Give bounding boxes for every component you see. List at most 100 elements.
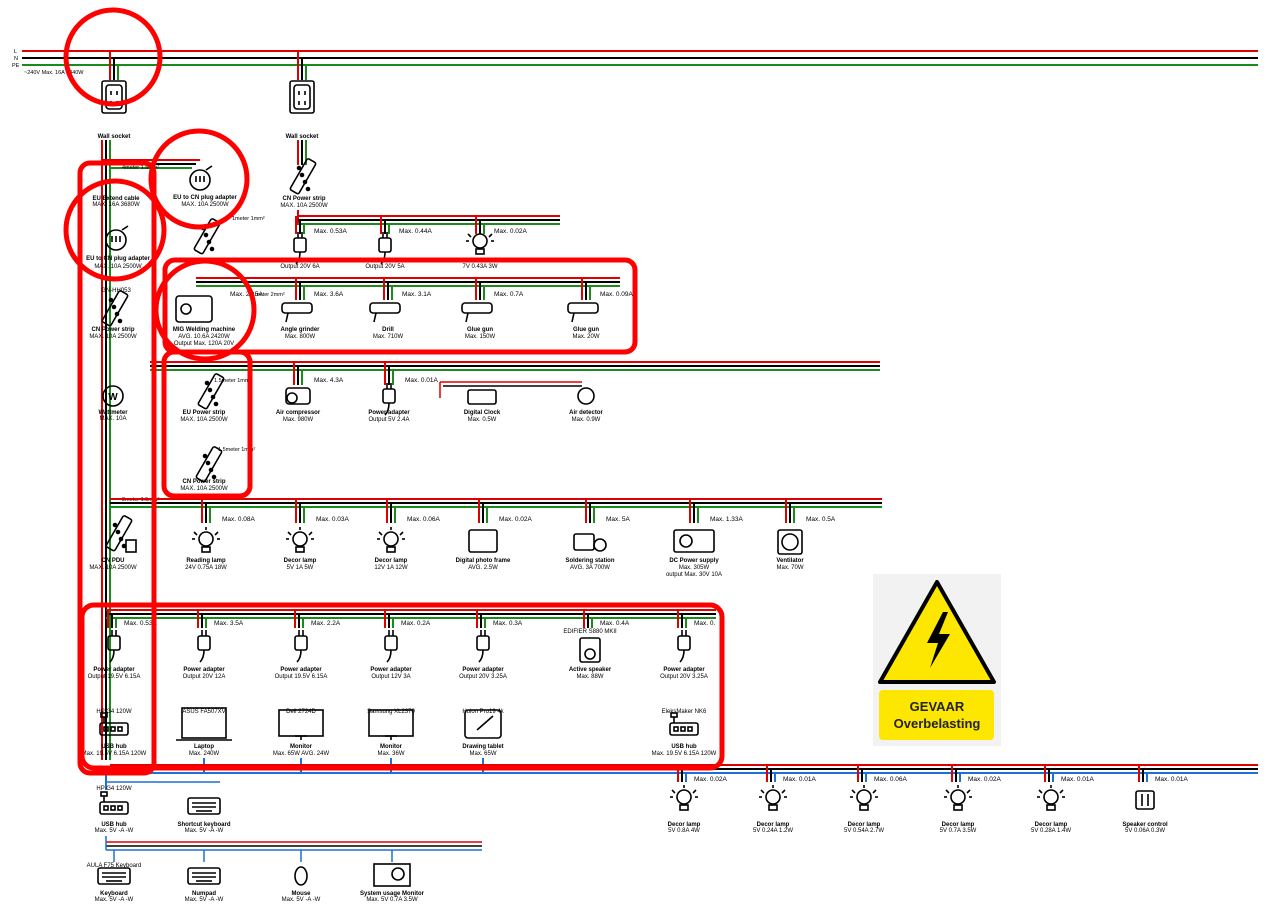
- device-label: Monitor: [380, 744, 403, 750]
- highlight-rect: [162, 257, 638, 355]
- power-adapter-icon: [384, 629, 398, 663]
- max-current-label: Max. 0.08A: [222, 516, 256, 523]
- device-label: Decor lamp: [668, 822, 701, 828]
- device-spec: Max. 5V -A -W: [185, 828, 224, 834]
- usb-bus: [105, 836, 482, 851]
- device-model: HP G4 120W: [96, 786, 132, 792]
- cn-strip2-spec: MAX. 10A 2500W: [180, 486, 228, 492]
- cn-strip-spec: MAX. 10A 2500W: [89, 334, 137, 340]
- max-current-label: Max. 2.2A: [311, 620, 341, 627]
- speaker-control-icon: [1135, 790, 1155, 810]
- wall-socket-label: Wall socket: [98, 134, 131, 140]
- device-spec: Max. 980W: [283, 417, 314, 423]
- device-spec: Max. 20W: [572, 334, 599, 340]
- device-spec: Max. 240W: [189, 751, 220, 757]
- max-current-label: Max. 0.4A: [600, 620, 630, 627]
- highlight-rect: [79, 602, 725, 771]
- device-label: Decor lamp: [942, 822, 975, 828]
- wall-socket-icon: [101, 80, 127, 114]
- highlight-rect: [77, 160, 157, 776]
- welding-output: Output Max. 120A 20V: [174, 341, 234, 347]
- device-spec: Max. 5V -A -W: [185, 897, 224, 903]
- device-spec: 5V 0.8A 4W: [668, 828, 700, 834]
- main-bus: [22, 50, 1258, 66]
- device-spec: Max. 5V -A -W: [282, 897, 321, 903]
- device-spec: Max. 0.9W: [572, 417, 601, 423]
- laptop-icon: [181, 707, 227, 739]
- right-strip-spec: MAX. 10A 2500W: [280, 203, 328, 209]
- mains-rating: ~240V Max. 16A 3840W: [24, 70, 84, 76]
- device-spec: AVG. 3A 700W: [570, 565, 610, 571]
- device-spec: 24V 0.75A 18W: [185, 565, 227, 571]
- max-current-label: Max. 0.02A: [968, 776, 1002, 783]
- device-spec: Max. 19.5V 6.15A 120W: [652, 751, 717, 757]
- device-spec: Output 20V 12A: [183, 674, 226, 680]
- highlight-circle: [148, 128, 250, 230]
- air-detector-icon: [577, 387, 595, 405]
- right-strip-label: CN Power strip: [282, 196, 325, 202]
- device-spec: Max. 65W AVG. 24W: [273, 751, 330, 757]
- device-label: Monitor: [290, 744, 313, 750]
- device-label: System usage Monitor: [360, 891, 425, 897]
- warning-title: GEVAAR: [910, 699, 965, 714]
- row6-bus: [106, 609, 716, 619]
- device-label: Soldering station: [565, 558, 614, 564]
- extend-cable-spec: MAX. 16A 3680W: [92, 202, 140, 208]
- lamp-icon: [669, 784, 699, 811]
- max-current-label: Max. 0.09A: [600, 291, 634, 298]
- device-label: Reading lamp: [186, 558, 226, 564]
- device-spec: 5V 0.7A 3.5W: [940, 828, 977, 834]
- max-current-label: Max. 0.2A: [401, 620, 431, 627]
- device-spec: Max. 5V -A -W: [95, 828, 134, 834]
- plug-adapter-label: EU to CN plug adapter: [173, 195, 237, 201]
- row5-bus: [110, 498, 882, 508]
- device-label: Keyboard: [100, 891, 128, 897]
- device-spec: Max. 65W: [469, 751, 496, 757]
- plug-adapter-icon: [189, 165, 213, 191]
- device-spec: Output 20V 3.25A: [459, 674, 507, 680]
- plug-adapter-spec: MAX. 10A 2500W: [94, 264, 142, 270]
- device-spec: 5V 1A 5W: [287, 565, 314, 571]
- device-label: Active speaker: [569, 667, 612, 673]
- pdu-spec: MAX. 10A 2500W: [89, 565, 137, 571]
- device-label: Speaker control: [1122, 822, 1168, 828]
- device-label: USB hub: [671, 744, 697, 750]
- max-current-label: Max. 0.: [694, 620, 716, 627]
- max-current-label: Max. 0.01A: [1155, 776, 1189, 783]
- keyboard-icon: [97, 867, 131, 885]
- drawing-tablet-icon: [464, 709, 502, 739]
- device-label: Power adapter: [280, 667, 322, 673]
- device-spec: Output 12V 3A: [371, 674, 410, 680]
- extend-cable-label: EU Extend cable: [92, 196, 140, 202]
- mouse-icon: [294, 866, 308, 886]
- device-label: Decor lamp: [757, 822, 790, 828]
- live-label: L: [14, 49, 17, 55]
- device-spec: Max. 0.5W: [468, 417, 497, 423]
- warning-subtitle: Overbelasting: [894, 716, 981, 731]
- power-adapter-icon: [476, 629, 490, 663]
- device-spec: AVG. 2.5W: [468, 565, 498, 571]
- pdu-label: CN PDU: [101, 558, 124, 564]
- cn-strip2-cable: 1.5meter 1mm²: [218, 447, 255, 453]
- eu-strip-cable: 1.5meter 1mm²: [214, 378, 251, 384]
- tool-icon: [281, 302, 313, 314]
- cn-strip-label: CN Power strip: [91, 327, 134, 333]
- warning-sign: GEVAAR Overbelasting: [873, 574, 1001, 746]
- highlight-annotations: [63, 7, 725, 776]
- max-current-label: Max. 0.02A: [494, 228, 528, 235]
- eu-strip-spec: MAX. 10A 2500W: [180, 417, 228, 423]
- welding-max: Max. 24.5A: [230, 291, 264, 298]
- power-adapter-icon: [677, 629, 691, 663]
- device-spec: 5V 0.28A 1.4W: [1031, 828, 1071, 834]
- max-current-label: Max. 3.6A: [314, 291, 344, 298]
- max-current-label: Max. 0.3A: [493, 620, 523, 627]
- tool-icon: [369, 302, 401, 314]
- socket-drops: [109, 51, 307, 80]
- digital-clock-icon: [467, 389, 497, 405]
- power-adapter-icon: [294, 629, 308, 663]
- device-label: Drill: [382, 327, 394, 333]
